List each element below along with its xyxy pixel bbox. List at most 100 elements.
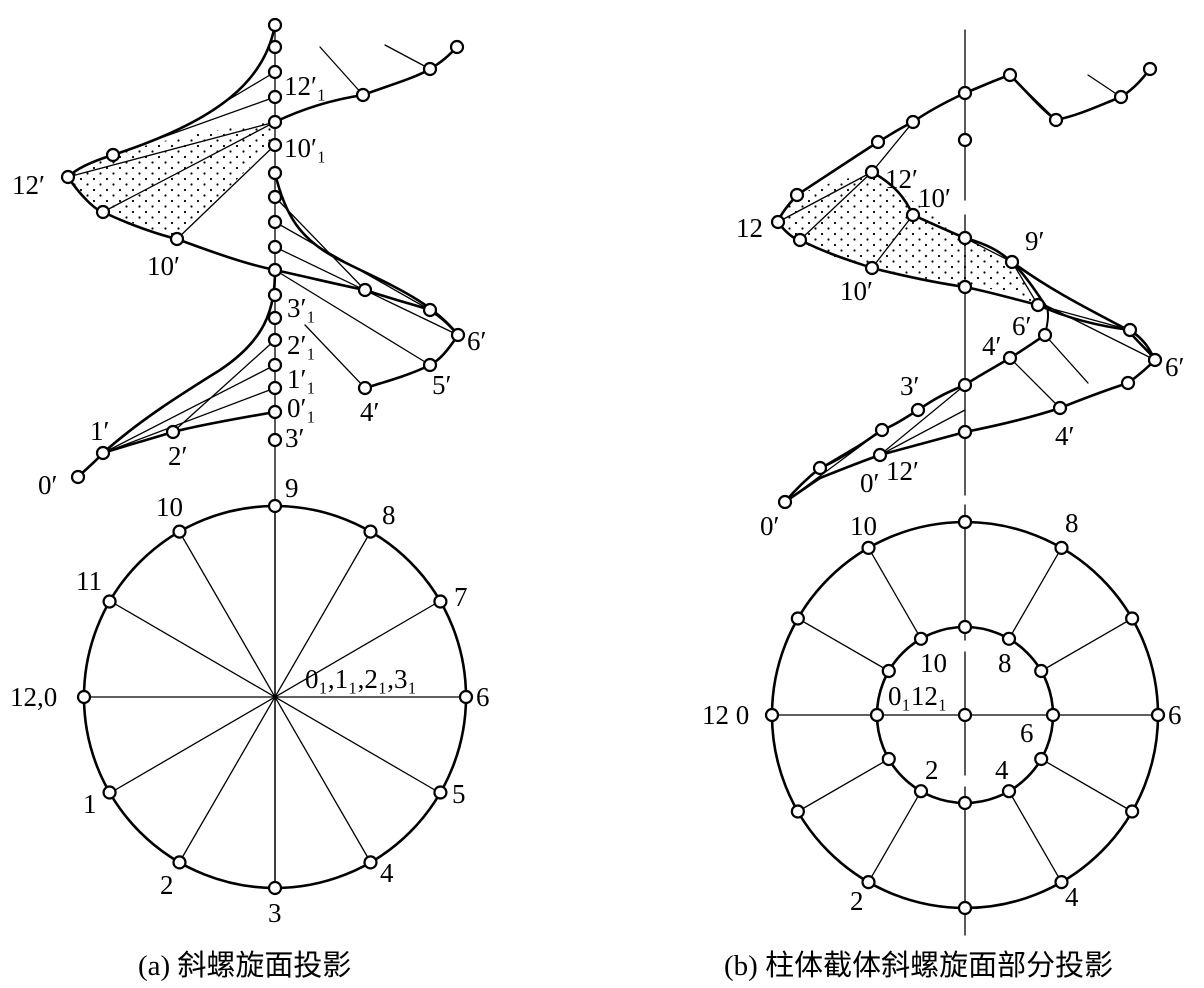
right-helix-point (1113, 89, 1129, 105)
right-helix-point (874, 422, 890, 438)
left-helix-point (357, 380, 373, 396)
right-plan-inner-point (881, 751, 896, 767)
left-front-label-0p: 0′ (38, 470, 57, 500)
right-helix-point (864, 260, 880, 276)
left-front-label-5p: 5′ (432, 370, 451, 400)
right-labels: 10 8 6 4 2 12 0 10 8 6 4 2 0₁12₁ 12′ 10′… (702, 164, 1184, 916)
left-plan-point (267, 498, 283, 514)
right-helix-point (789, 187, 805, 203)
left-front-label-12p: 12′ (12, 170, 45, 200)
right-helix-point (1142, 61, 1158, 77)
left-helix-point (355, 87, 371, 103)
left-shaded-band (68, 122, 275, 239)
left-axis-point (267, 165, 283, 181)
left-generator-lines (67, 44, 459, 454)
left-axis-point (267, 380, 283, 396)
left-axis-point (267, 357, 283, 373)
left-front-label-2p1: 2′₁ (287, 330, 316, 360)
right-plan-outer-point (1054, 540, 1069, 555)
right-front-label-0p-b: 0′ (760, 511, 779, 541)
right-plan-inner-point (913, 631, 929, 646)
left-plan-radials (83, 505, 467, 889)
right-plan-inner-point (1034, 663, 1049, 679)
right-helix-point (1147, 352, 1163, 368)
point-markers (60, 17, 1166, 916)
left-axis-point (267, 432, 283, 448)
right-helix-point (957, 230, 973, 246)
right-front-label-0p-a: 0′ (860, 468, 879, 498)
right-plan-center-point (957, 707, 973, 723)
left-plan-label-5: 5 (452, 779, 466, 809)
right-front-label-10p-a: 10′ (918, 183, 951, 213)
left-axis-point (267, 310, 283, 326)
right-helix-point (812, 460, 828, 476)
right-plan-outer-point (861, 540, 876, 555)
left-axis-point (267, 89, 283, 105)
left-helix-point (95, 445, 111, 461)
left-helix-point (95, 204, 111, 220)
right-front-label-12p-a: 12′ (885, 164, 918, 194)
right-generator-lines (777, 74, 1156, 503)
left-plan-point (267, 880, 283, 896)
left-helix-point (449, 39, 465, 55)
left-axis-point (267, 214, 283, 230)
left-helix-point (450, 327, 466, 343)
right-plan-outer-point (1125, 611, 1140, 626)
left-helix-point (422, 357, 438, 373)
left-plan-point (102, 785, 117, 800)
right-plan-inner-point (1034, 751, 1049, 767)
left-helix-point (422, 61, 438, 77)
left-plan-label-12-0: 12,0 (10, 682, 57, 712)
right-plan-outer-point (790, 611, 805, 626)
left-axis-point (267, 17, 283, 33)
left-plan-label-7: 7 (454, 582, 468, 612)
caption-left: (a) 斜螺旋面投影 (138, 949, 351, 982)
left-axis-point (267, 137, 283, 153)
left-helix-point (165, 424, 181, 440)
right-helix-point (872, 447, 888, 463)
right-helix-point (777, 494, 793, 510)
left-axis-point (267, 332, 283, 348)
left-plan-label-2: 2 (160, 870, 174, 900)
left-plan-point (172, 524, 187, 539)
left-front-label-10p1: 10′₁ (284, 133, 326, 163)
left-plan-point (433, 785, 448, 800)
right-helix-point (870, 134, 886, 150)
left-plan-label-6: 6 (476, 682, 490, 712)
right-plan-inner-point (1045, 707, 1061, 723)
right-outer-label-6: 6 (1168, 700, 1182, 730)
left-plan-label-3: 3 (268, 898, 282, 928)
right-helix-point (1052, 400, 1068, 416)
right-helix-point (1030, 297, 1046, 313)
right-helix-point (1037, 327, 1053, 343)
right-inner-label-10: 10 (920, 648, 947, 678)
caption-right: (b) 柱体截体斜螺旋面部分投影 (724, 949, 1113, 982)
left-front-label-1p: 1′ (90, 416, 109, 446)
left-helix-point (70, 469, 86, 485)
left-helix-upper (66, 23, 277, 272)
right-front-label-12: 12 (736, 213, 763, 243)
left-front-label-1p1: 1′₁ (287, 364, 316, 394)
left-plan-point (363, 524, 378, 539)
right-plan-outer-point (861, 875, 876, 890)
right-inner-label-8: 8 (998, 648, 1012, 678)
left-plan-label-9: 9 (285, 473, 299, 503)
right-outer-label-8: 8 (1065, 508, 1079, 538)
right-front-label-6p-b: 6′ (1165, 352, 1184, 382)
left-plan-point (433, 594, 448, 609)
right-helix-point (957, 514, 973, 530)
right-plan-inner-point (957, 619, 973, 635)
left-plan-point (76, 689, 92, 705)
left-top-tail (273, 45, 459, 124)
right-outer-label-2: 2 (850, 886, 864, 916)
left-front-label-0p1: 0′₁ (287, 393, 316, 423)
right-front-label-4p-a: 4′ (982, 331, 1001, 361)
right-helix-point (1002, 67, 1018, 83)
right-helix-point (1002, 350, 1018, 366)
right-plan-outer-point (1054, 875, 1069, 890)
left-helix-lower (76, 410, 277, 479)
right-plan-outer-point (1150, 707, 1166, 723)
right-plan-outer-point (764, 707, 780, 723)
right-plan-inner-point (957, 795, 973, 811)
